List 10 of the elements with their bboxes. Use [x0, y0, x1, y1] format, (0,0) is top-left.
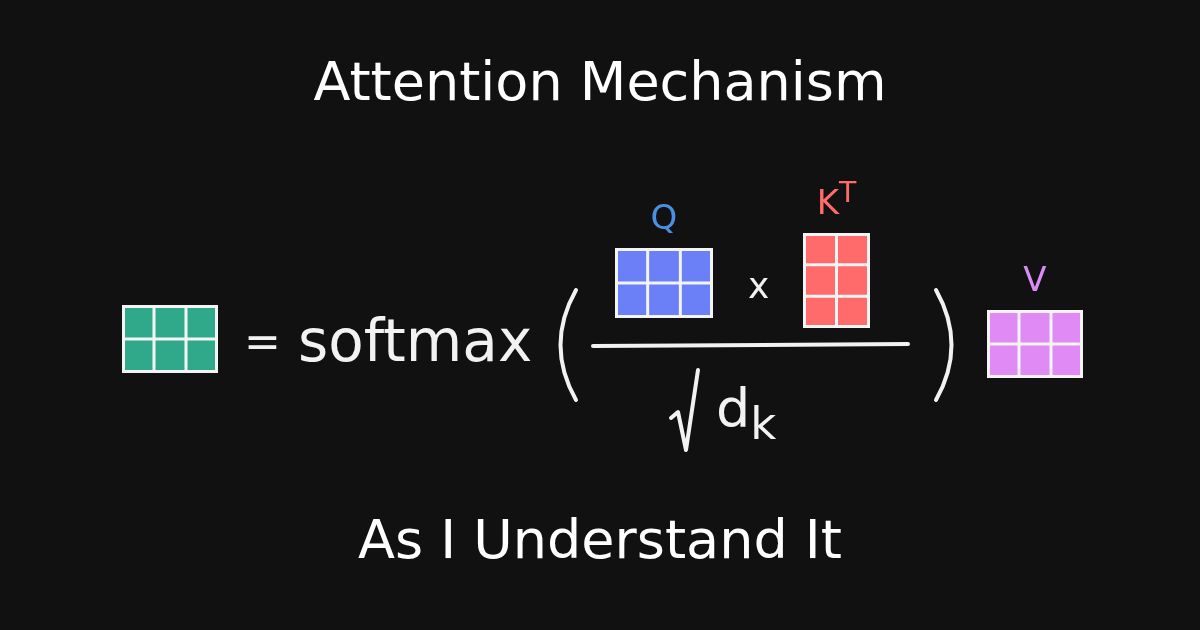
equals-sign: = [244, 320, 281, 364]
matrix-grid [122, 305, 218, 373]
matrix-label: Q [650, 200, 678, 234]
matrix-label: K$^{T}$ [816, 179, 857, 220]
title: Attention Mechanism [312, 50, 888, 113]
subtitle: As I Understand It [357, 508, 843, 571]
math-symbol: d$_{k}$ [716, 382, 777, 446]
matrix-label: V [1023, 262, 1047, 296]
function-name: softmax [298, 312, 533, 370]
multiplication-sign: x [748, 268, 770, 304]
